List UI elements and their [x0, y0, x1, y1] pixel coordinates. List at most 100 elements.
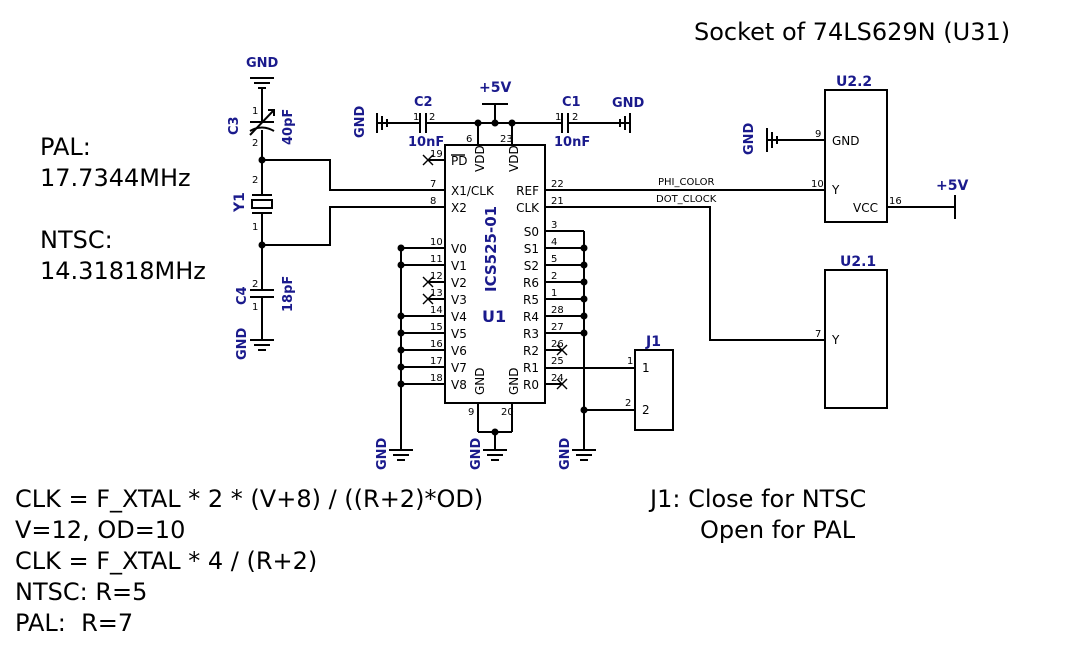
decoupling-caps: GND C2 10nF 1 2 +5V C1 10nF 1 2 GND [353, 80, 645, 150]
u1-pin-9: 9 [468, 407, 474, 418]
j1-ref: J1 [645, 334, 661, 350]
gnd-label: GND [375, 437, 390, 470]
ntsc-label: NTSC: [40, 226, 113, 254]
pal-frequency: 17.7344MHz [40, 164, 191, 192]
ntsc-frequency: 14.31818MHz [40, 257, 206, 285]
u1-pin-10: 10 [430, 237, 443, 248]
u1-gnd-label: GND [473, 367, 487, 395]
u22-gnd-label: GND [832, 134, 860, 148]
formula-line: CLK = F_XTAL * 2 * (V+8) / ((R+2)*OD) [15, 485, 483, 513]
y1-pin2: 2 [252, 175, 258, 186]
u1-pin-label-s2: S2 [524, 259, 539, 273]
gnd-label: GND [235, 327, 250, 360]
u1-pin-label-r0: R0 [523, 378, 539, 392]
u1-pin-label-v0: V0 [451, 242, 467, 256]
c4-value: 18pF [281, 276, 296, 312]
c3-pin2: 2 [252, 138, 258, 149]
u1-pin-2: 2 [551, 271, 557, 282]
u1-pin-13: 13 [430, 288, 443, 299]
formula-line: PAL: R=7 [15, 609, 133, 637]
jumper-note: J1: Close for NTSC Open for PAL [648, 485, 866, 544]
pal-label: PAL: [40, 133, 91, 161]
u1-ground: GND [469, 403, 513, 470]
formula-block: CLK = F_XTAL * 2 * (V+8) / ((R+2)*OD) V=… [15, 485, 483, 637]
u1-pin-24: 24 [551, 373, 564, 384]
capacitor-c4: 2 1 C4 18pF GND [235, 245, 296, 360]
u1-pin-label-v7: V7 [451, 361, 467, 375]
y1-ref: Y1 [232, 192, 248, 213]
u1-pin-label-v5: V5 [451, 327, 467, 341]
u1-pin-label-s1: S1 [524, 242, 539, 256]
formula-line: V=12, OD=10 [15, 516, 185, 544]
u1-pin-26: 26 [551, 339, 564, 350]
c4-pin2: 2 [252, 279, 258, 290]
net-dot-clock: DOT_CLOCK [656, 194, 717, 205]
crystal-y1: 2 1 Y1 [232, 160, 273, 249]
j1-pin2-label: 2 [642, 403, 650, 417]
u1-pin-16: 16 [430, 339, 443, 350]
u1-pin-11: 11 [430, 254, 443, 265]
c2-value: 10nF [408, 135, 444, 150]
c1-pin1: 1 [555, 112, 561, 123]
y1-pin1: 1 [252, 222, 258, 233]
c3-value: 40pF [281, 109, 296, 145]
u1-pin-label-x2: X2 [451, 201, 467, 215]
u1-pin-19: 19 [430, 149, 443, 160]
vcc-label: +5V [936, 178, 968, 194]
u1-pin-14: 14 [430, 305, 443, 316]
u1-pin-label-r6: R6 [523, 276, 539, 290]
u1-pin-label-v1: V1 [451, 259, 467, 273]
v-bus-ground: GND [375, 248, 413, 470]
gnd-label: GND [558, 437, 573, 470]
gate-u2-1: U2.1 7 Y [815, 254, 888, 409]
u1-pin-15: 15 [430, 322, 443, 333]
c2-pin1: 1 [413, 112, 419, 123]
u1-pin-20: 20 [501, 407, 514, 418]
gate-u2-2: U2.2 GND 9 GND 10 Y VCC 16 +5V [742, 74, 968, 223]
c4-ref: C4 [235, 286, 250, 305]
u1-pin-label-r3: R3 [523, 327, 539, 341]
u22-y-label: Y [831, 183, 840, 197]
capacitor-c3: GND 1 2 C3 40pF [227, 56, 296, 164]
u21-y-label: Y [831, 333, 840, 347]
u1-pin-label-r4: R4 [523, 310, 539, 324]
u1-pin-17: 17 [430, 356, 443, 367]
u1-pin-5: 5 [551, 254, 557, 265]
u1-gnd-label: GND [507, 367, 521, 395]
u1-pin-label-v2: V2 [451, 276, 467, 290]
clock-nets: PHI_COLOR DOT_CLOCK [545, 177, 825, 341]
c3-pin1: 1 [252, 106, 258, 117]
gnd-label: GND [742, 122, 757, 155]
gnd-label: GND [246, 56, 279, 71]
u1-pin-23: 23 [500, 134, 513, 145]
u1-pin-label-v4: V4 [451, 310, 467, 324]
c2-pin2: 2 [429, 112, 435, 123]
u1-pin-label-clk: CLK [516, 201, 540, 215]
c1-pin2: 2 [572, 112, 578, 123]
u22-pin-9: 9 [815, 129, 821, 140]
u1-pin-label-r5: R5 [523, 293, 539, 307]
u1-pin-label-v6: V6 [451, 344, 467, 358]
u1-ref: U1 [482, 307, 506, 326]
gnd-label: GND [469, 437, 484, 470]
u1-pin-4: 4 [551, 237, 557, 248]
u1-pin-21: 21 [551, 196, 564, 207]
u1-pin-label-r1: R1 [523, 361, 539, 375]
formula-line: CLK = F_XTAL * 4 / (R+2) [15, 547, 317, 575]
c4-pin1: 1 [252, 302, 258, 313]
u1-pin-label-v3: V3 [451, 293, 467, 307]
c1-value: 10nF [554, 135, 590, 150]
u1-pin-label-s0: S0 [524, 225, 539, 239]
jumper-note-line: J1: Close for NTSC [648, 485, 866, 513]
c2-ref: C2 [414, 95, 433, 110]
schematic-title: Socket of 74LS629N (U31) [694, 18, 1010, 46]
u1-vdd-label: VDD [473, 145, 487, 172]
u22-vcc-label: VCC [853, 201, 878, 215]
u22-ref: U2.2 [836, 74, 872, 90]
u1-pin-28: 28 [551, 305, 564, 316]
jumper-j1: J1 1 2 1 2 [545, 334, 674, 431]
u1-pin-6: 6 [466, 134, 472, 145]
u1-pin-22: 22 [551, 179, 564, 190]
formula-line: NTSC: R=5 [15, 578, 147, 606]
